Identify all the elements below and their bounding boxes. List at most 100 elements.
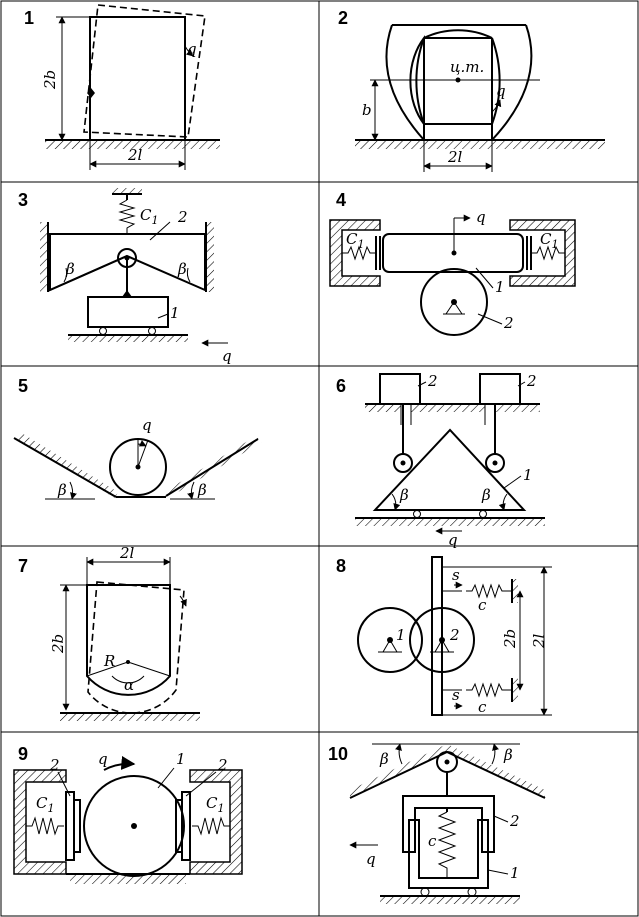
width-label: 2l <box>447 148 463 166</box>
panel-number: 8 <box>336 556 346 576</box>
panel-number: 4 <box>336 190 346 210</box>
panel-number: 3 <box>18 190 28 210</box>
rigid-block <box>89 16 186 141</box>
radius-label: R <box>103 652 115 670</box>
coordinate-label: q <box>98 750 108 768</box>
part-1-label: 1 <box>495 278 505 296</box>
angle-right-label: β <box>503 746 513 764</box>
part-1-label: 1 <box>170 304 180 322</box>
right-spring <box>531 245 565 261</box>
part-1-label: 1 <box>176 750 186 768</box>
coordinate-label: q <box>476 208 486 226</box>
spring-label: C1 <box>140 206 158 227</box>
angle-right-label: β <box>481 486 491 504</box>
outer-height-label: 2l <box>530 633 548 649</box>
part-2-label: 2 <box>509 812 520 830</box>
right-spring <box>192 816 230 836</box>
angle-label: α <box>124 676 134 694</box>
part-1-label: 1 <box>523 466 533 484</box>
panel-6: 6 2 2 β β 1 q <box>336 372 545 549</box>
width-label: 2l <box>119 544 135 562</box>
housing-1 <box>408 819 489 889</box>
width-label: 2l <box>127 146 143 164</box>
block-2b <box>479 373 521 405</box>
angle-right-label: β <box>177 260 187 278</box>
cart-1 <box>87 296 169 328</box>
spring-label: c <box>428 832 437 850</box>
wedge-1 <box>372 428 527 511</box>
left-spring <box>342 245 376 261</box>
vertical-rod <box>431 556 443 716</box>
part-1-label: 1 <box>510 864 520 882</box>
part-2a-label: 2 <box>427 372 438 390</box>
angle-left-label: β <box>399 486 409 504</box>
panel-4: 4 C1 C1 q 1 2 <box>329 190 576 336</box>
housing-2 <box>402 795 495 853</box>
disk-1 <box>83 775 185 877</box>
bar-1 <box>382 233 524 273</box>
part-2-label: 2 <box>177 208 188 226</box>
inner-height-label: 2b <box>501 629 519 649</box>
panel-1: 1 2b 2l q <box>24 4 220 170</box>
left-rounded-end <box>409 35 425 127</box>
block-2a <box>379 373 421 405</box>
coordinate-label: q <box>366 850 376 868</box>
gear-1 <box>357 607 423 673</box>
gear-1-label: 1 <box>396 626 406 644</box>
spring-c1 <box>118 199 136 234</box>
center-label: ц.т. <box>450 58 484 76</box>
slider-2a <box>65 791 75 861</box>
panel-10: 10 β β c 2 1 q <box>328 743 546 904</box>
panel-8: 8 1 2 s c s c 2b 2l <box>336 556 552 716</box>
pivot-marker <box>87 88 95 98</box>
panel-3: 3 C1 β β 2 1 q <box>18 188 232 365</box>
wedge-frame <box>49 233 206 292</box>
coordinate-label: q <box>496 82 506 100</box>
panel-9: 9 C1 C1 2 2 q 1 <box>13 744 243 884</box>
part-2-label: 2 <box>503 314 514 332</box>
height-label: 2b <box>49 634 67 654</box>
coordinate-label: q <box>187 40 197 58</box>
panel-7: 7 2l 2b R α <box>18 544 200 721</box>
panel-number: 6 <box>336 376 346 396</box>
disk-2 <box>420 268 488 336</box>
spring-c <box>437 811 457 878</box>
panel-number: 5 <box>18 376 28 396</box>
spring-bottom-label: c <box>478 698 487 716</box>
spring-right-label: C1 <box>540 230 558 251</box>
spring-left-label: C1 <box>346 230 364 251</box>
angle-right-label: β <box>197 481 207 499</box>
spring-bottom <box>466 682 512 698</box>
coordinate-label: q <box>222 347 232 365</box>
gear-2 <box>409 607 475 673</box>
height-label: b <box>362 101 372 119</box>
panel-number: 2 <box>338 8 348 28</box>
angle-left-label: β <box>65 260 75 278</box>
panel-number: 1 <box>24 8 34 28</box>
coordinate-label: q <box>448 531 458 549</box>
panel-number: 7 <box>18 556 28 576</box>
spring-left-label: C1 <box>36 794 54 815</box>
spring-right-label: C1 <box>206 794 224 815</box>
spring-top <box>466 583 512 599</box>
panel-5: 5 q β β <box>13 376 262 500</box>
angle-left-label: β <box>379 750 389 768</box>
left-spring <box>26 816 64 836</box>
part-2a-label: 2 <box>49 756 60 774</box>
gap-bottom-label: s <box>452 686 460 704</box>
gap-top-label: s <box>452 566 460 584</box>
part-2b-label: 2 <box>217 756 228 774</box>
part-2b-label: 2 <box>526 372 537 390</box>
angle-left-label: β <box>57 481 67 499</box>
spring-top-label: c <box>478 596 487 614</box>
panel-number: 9 <box>18 744 28 764</box>
panel-number: 10 <box>328 744 348 764</box>
panel-2: 2 ц.т. b 2l q <box>338 8 605 172</box>
coordinate-label: q <box>142 416 152 434</box>
rounded-block <box>86 584 171 696</box>
gear-2-label: 2 <box>449 626 460 644</box>
height-label: 2b <box>41 70 59 90</box>
